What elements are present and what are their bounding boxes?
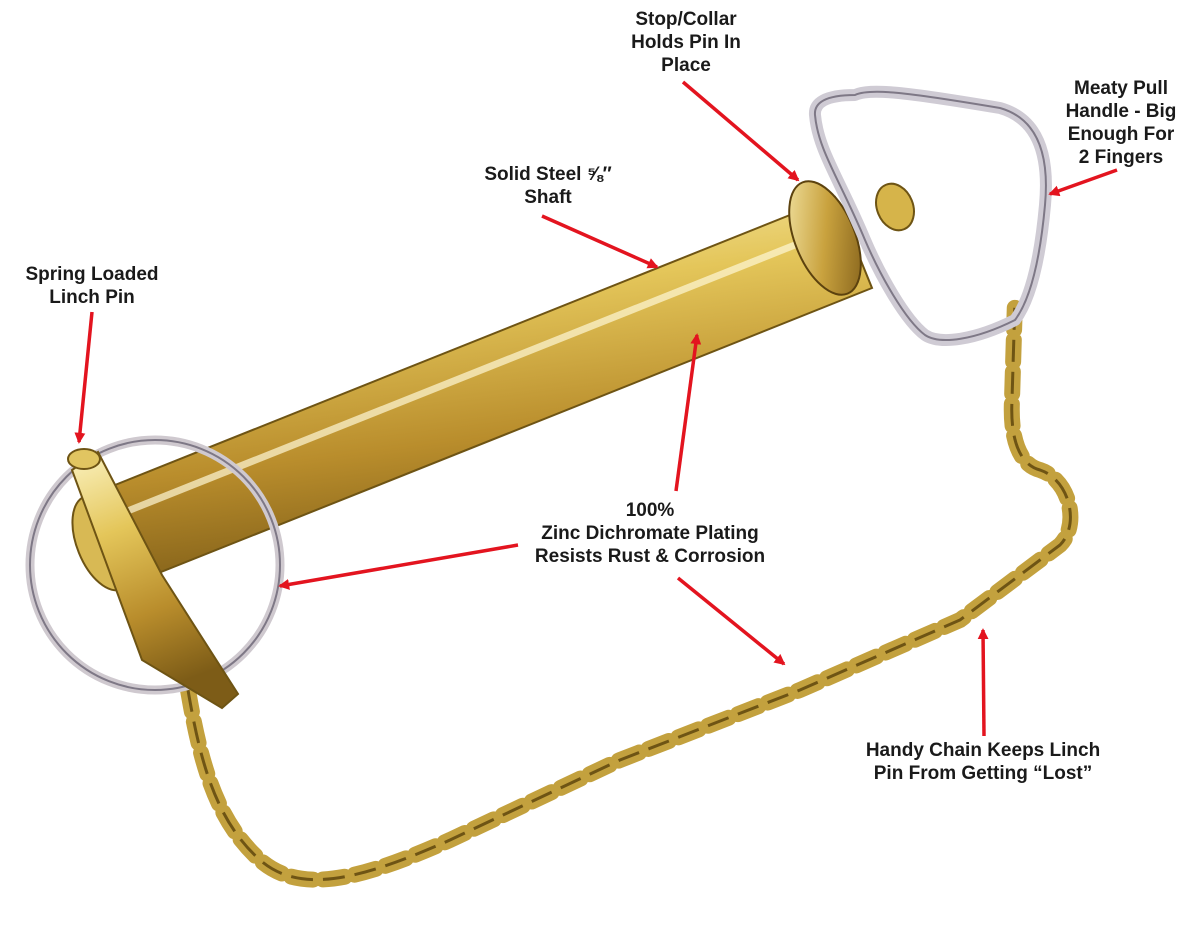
label-handle: Meaty Pull Handle - Big Enough For 2 Fin… [1065,78,1177,168]
arrow-plating-left [278,543,519,590]
linch-pin [67,448,240,710]
arrow-linch [74,311,94,444]
arrow-handle [1048,168,1118,197]
product-illustration [25,85,1079,888]
label-chain: Handy Chain Keeps Linch Pin From Getting… [865,740,1101,784]
arrow-shaft [541,214,659,269]
label-shaft: Solid Steel ⅝″ Shaft [484,164,612,208]
arrow-plating-up [674,333,702,492]
arrow-chain [977,628,989,737]
arrow-collar [681,80,800,182]
chain [180,292,1079,888]
label-plating: 100% Zinc Dichromate Plating Resists Rus… [534,500,766,567]
callout-arrows [74,80,1118,737]
arrow-plating-down [676,576,786,666]
label-collar: Stop/Collar Holds Pin In Place [631,9,741,76]
label-linch: Spring Loaded Linch Pin [25,264,159,308]
